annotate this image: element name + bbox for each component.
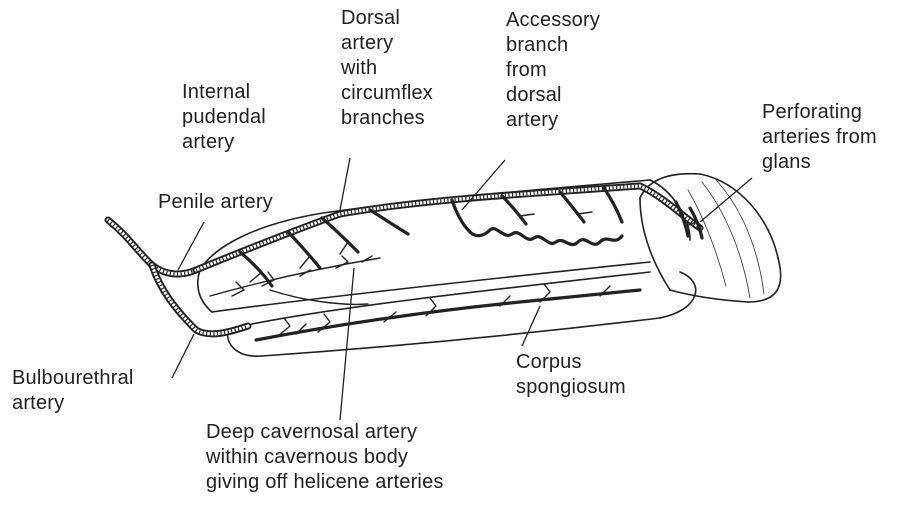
label-perforating-arteries: Perforating arteries from glans bbox=[762, 100, 877, 175]
leader-dorsal-artery bbox=[340, 158, 350, 210]
leader-corpus-spongiosum bbox=[522, 306, 540, 346]
label-dorsal-artery: Dorsal artery with circumflex branches bbox=[341, 6, 433, 131]
label-internal-pudendal-artery: Internal pudendal artery bbox=[182, 80, 266, 155]
label-deep-cavernosal-artery: Deep cavernosal artery within cavernous … bbox=[206, 420, 444, 495]
leader-penile-artery bbox=[178, 222, 204, 270]
label-penile-artery: Penile artery bbox=[158, 190, 273, 215]
deep-cavernosal-artery-and-helicine-branches bbox=[210, 256, 380, 304]
leader-deep-cavernosal bbox=[340, 268, 354, 420]
label-accessory-branch: Accessory branch from dorsal artery bbox=[506, 8, 600, 133]
label-bulbourethral-artery: Bulbourethral artery bbox=[12, 366, 134, 416]
leader-accessory-branch bbox=[462, 160, 505, 210]
glans-outline bbox=[640, 174, 781, 302]
spongiosum-artery-branches bbox=[256, 284, 640, 340]
leader-bulbourethral bbox=[172, 334, 194, 378]
label-corpus-spongiosum: Corpus spongiosum bbox=[516, 350, 626, 400]
accessory-branch-tortuous bbox=[452, 200, 622, 245]
corpus-spongiosum-outline bbox=[228, 272, 696, 356]
